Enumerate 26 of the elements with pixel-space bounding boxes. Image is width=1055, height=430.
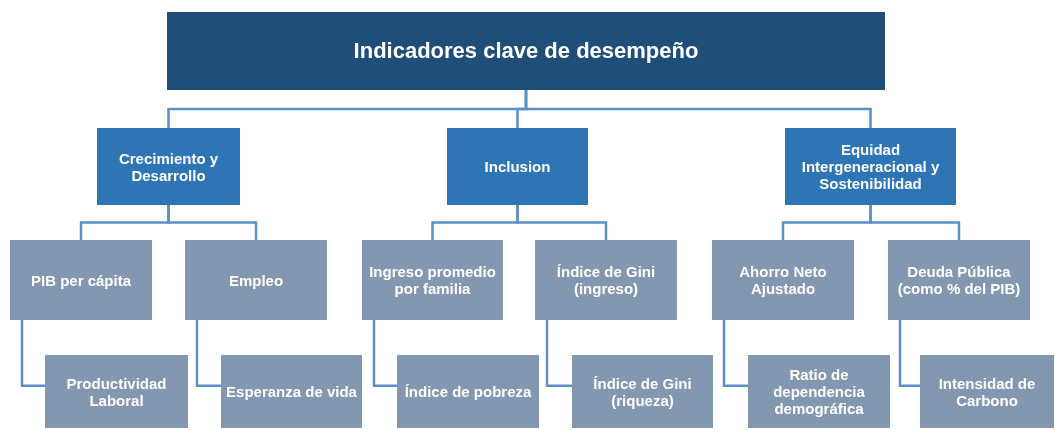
connector-line xyxy=(195,320,221,387)
connector-line xyxy=(372,320,397,387)
category-box: Equidad Intergeneracional y Sostenibilidad xyxy=(785,128,956,205)
connector-line xyxy=(516,205,608,240)
connector-line xyxy=(545,320,572,387)
indicator-box: Índice de Gini (riqueza) xyxy=(572,355,713,428)
indicator-box: Índice de Gini (ingreso) xyxy=(535,240,677,320)
connector-line xyxy=(167,205,258,240)
connector-line xyxy=(722,320,748,387)
indicator-box: Ahorro Neto Ajustado xyxy=(712,240,854,320)
indicator-box: Empleo xyxy=(185,240,327,320)
connector-line xyxy=(20,320,45,387)
connector-line xyxy=(524,90,872,128)
heading-box: Indicadores clave de desempeño xyxy=(167,12,885,90)
indicator-box: Intensidad de Carbono xyxy=(920,355,1054,428)
indicator-box: Índice de pobreza xyxy=(397,355,539,428)
indicator-box: PIB per cápita xyxy=(10,240,152,320)
indicator-box: Esperanza de vida xyxy=(221,355,362,428)
category-box: Inclusion xyxy=(447,128,588,205)
indicator-box: Ratio de dependencia demográfica xyxy=(748,355,890,428)
category-box: Crecimiento y Desarrollo xyxy=(97,128,240,205)
indicator-box: Deuda Pública (como % del PIB) xyxy=(888,240,1030,320)
indicator-box: Ingreso promedio por familia xyxy=(362,240,503,320)
indicator-box: Productividad Laboral xyxy=(45,355,188,428)
connector-line xyxy=(869,205,961,240)
connector-line xyxy=(898,320,920,387)
